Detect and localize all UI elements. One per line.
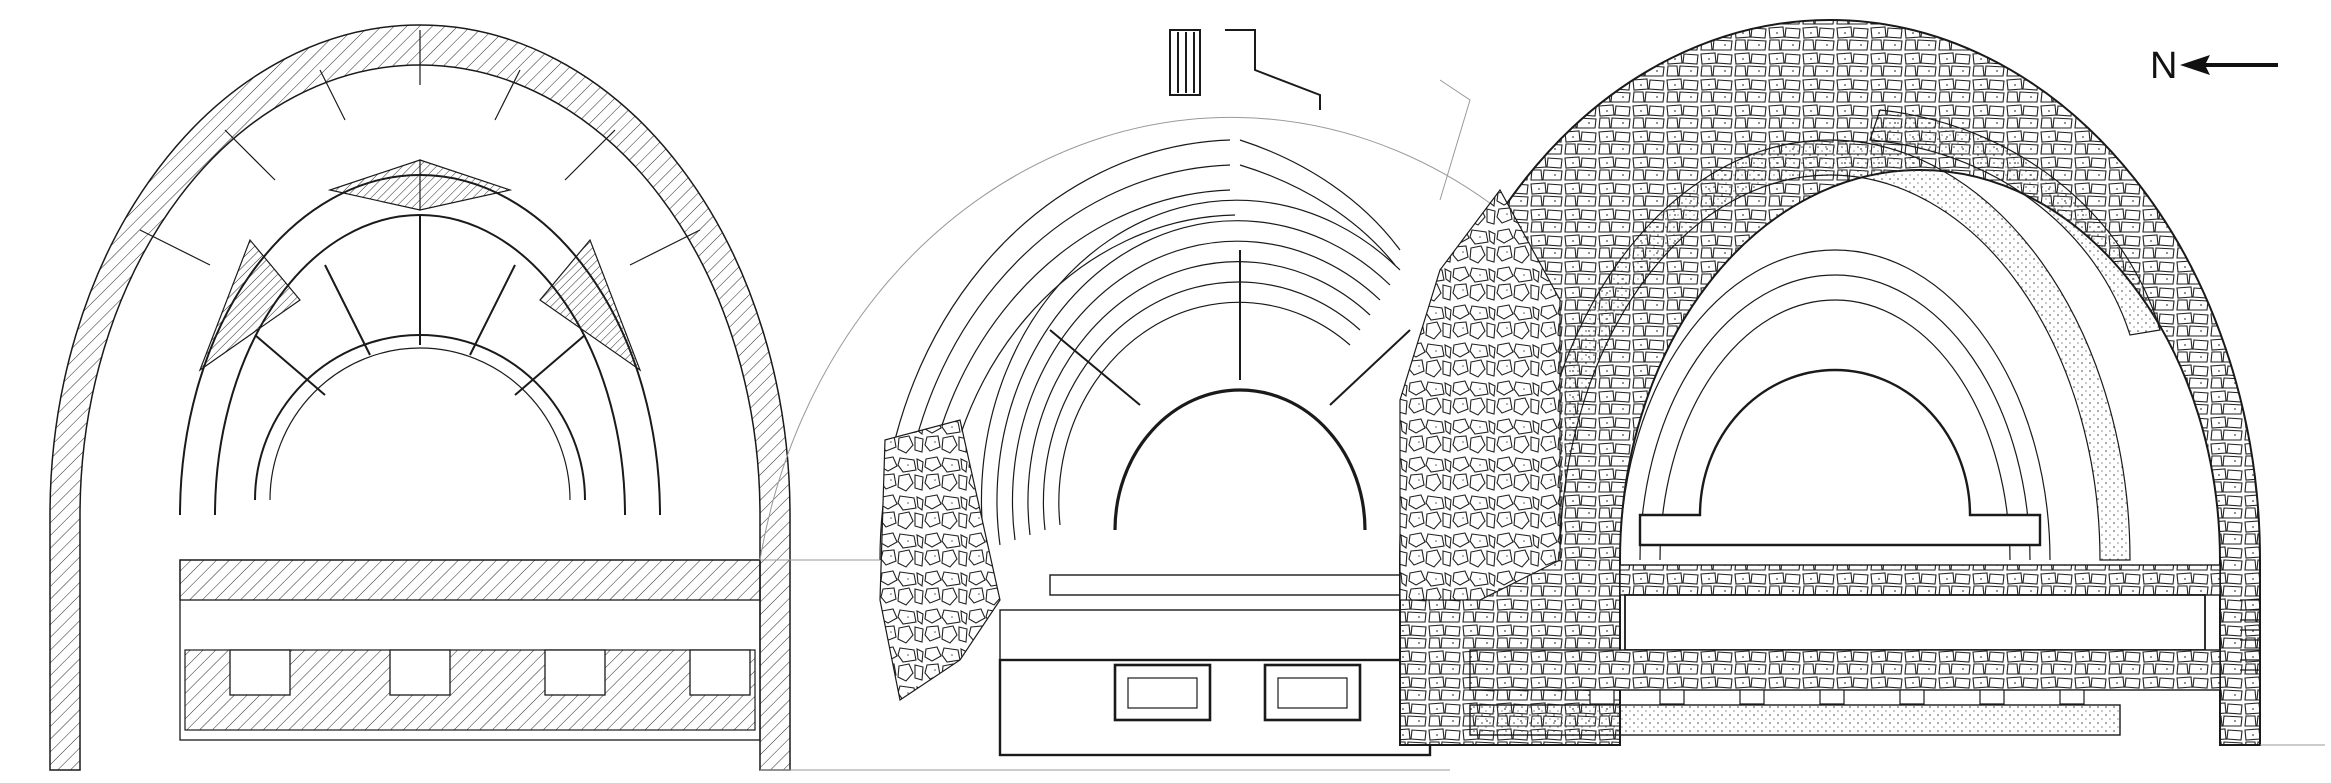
north-arrow-icon [2180,55,2278,75]
corridor-ring-right [1529,139,2131,561]
upper-seating-middle [1239,139,1401,266]
rubble-patch-middle [879,419,1001,701]
stage-building-middle [1049,574,1411,596]
orchestra-left [254,334,586,501]
orchestra-middle [1113,388,1367,531]
plan-left-reconstruction [49,24,791,771]
north-structures-middle [1169,29,1471,201]
outer-buttresses-left [139,30,701,266]
plan-middle-survey [759,29,1591,771]
seat-rows-right [1619,249,2051,561]
aisles-middle [1049,250,1411,406]
orchestra-right [1638,368,2042,547]
north-arrow-label: N [2150,45,2177,87]
plan-right-stone-survey [1399,19,2325,746]
rubble-fill-right [1399,188,1561,601]
north-arrow: N [2150,45,2278,87]
stage-niches-left [229,649,751,696]
hatched-wedges-left [198,159,642,372]
radial-spokes-left [254,215,586,396]
outer-arc-middle [759,116,1591,561]
outer-wall-left [49,24,791,771]
stage-building-right [1619,564,2221,596]
stage-niches-middle [1113,663,1362,722]
stairs-right [2240,599,2260,671]
stage-building-left [179,559,761,601]
stage-niches-right [1589,689,2085,705]
